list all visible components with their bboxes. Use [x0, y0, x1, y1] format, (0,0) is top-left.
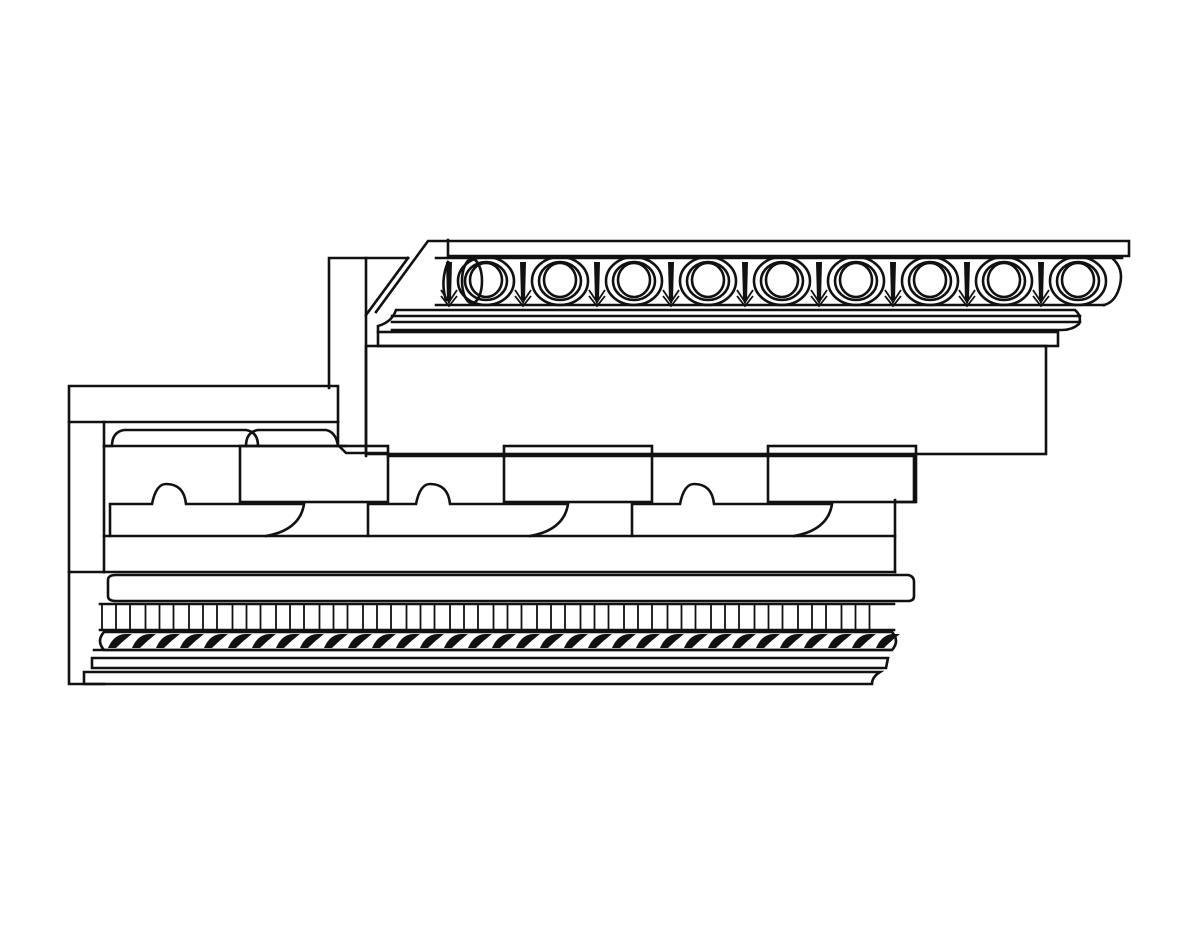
- rope-twist: [636, 634, 660, 648]
- frieze-panel: [364, 344, 1048, 456]
- rope-twist: [420, 634, 444, 648]
- rope-twist: [612, 634, 636, 648]
- egg-ornament: [974, 255, 1034, 307]
- rope-twist: [732, 634, 756, 648]
- rope-twist: [228, 634, 252, 648]
- rope-twist: [828, 634, 852, 648]
- rope-twist: [852, 634, 876, 648]
- base-fillet: [82, 648, 892, 686]
- egg-ornament: [826, 255, 886, 307]
- rope-twist: [180, 634, 204, 648]
- rope-twist: [780, 634, 804, 648]
- rope-twist: [492, 634, 516, 648]
- dart-ornament: [958, 262, 976, 308]
- bottom-courses: [82, 573, 916, 686]
- rope-twist: [396, 634, 420, 648]
- top-fillet-slab: [374, 238, 1131, 314]
- dart-ornament: [588, 262, 606, 308]
- rope-twist: [468, 634, 492, 648]
- rope-twist: [684, 634, 708, 648]
- rope-twist: [132, 634, 156, 648]
- rope-twist: [564, 634, 588, 648]
- rope-twist: [516, 634, 540, 648]
- rope-twist: [300, 634, 324, 648]
- rope-twist: [324, 634, 348, 648]
- rope-twist: [444, 634, 468, 648]
- rope-twist: [252, 634, 276, 648]
- dart-ornament: [810, 262, 828, 308]
- egg-ornament: [456, 255, 516, 307]
- dart-ornament: [514, 262, 532, 308]
- egg-ornament: [900, 255, 960, 307]
- rope-twist: [372, 634, 396, 648]
- dentil-fillet: [106, 573, 916, 603]
- rope-twist: [876, 634, 900, 648]
- dart-ornament: [1032, 262, 1050, 308]
- dart-ornament: [440, 262, 458, 308]
- dart-ornament: [884, 262, 902, 308]
- rope-twist: [156, 634, 180, 648]
- egg-ornament: [678, 255, 738, 307]
- upper-crown: [327, 238, 1131, 458]
- cove-line: [364, 256, 410, 317]
- rope-twist: [756, 634, 780, 648]
- egg-ornament: [1048, 255, 1108, 307]
- rope-twist: [708, 634, 732, 648]
- modillion-block: [366, 444, 654, 538]
- rope-twist: [108, 634, 132, 648]
- rope-twist: [276, 634, 300, 648]
- egg-ornament: [530, 255, 590, 307]
- modillion-block: [630, 444, 918, 538]
- modillion-course: [102, 444, 918, 574]
- rope-twist: [540, 634, 564, 648]
- soffit-ogee: [102, 428, 260, 448]
- egg-and-dart-band: [434, 255, 1124, 308]
- dart-ornament: [736, 262, 754, 308]
- modillion-block: [108, 444, 390, 538]
- rope-twist: [660, 634, 684, 648]
- dentil-row: [98, 602, 896, 632]
- rope-twist: [348, 634, 372, 648]
- egg-ornament: [604, 255, 664, 307]
- egg-ornament: [752, 255, 812, 307]
- rope-twist: [204, 634, 228, 648]
- rope-molding: [98, 630, 900, 652]
- rope-twist: [588, 634, 612, 648]
- rope-twist: [804, 634, 828, 648]
- dart-ornament: [662, 262, 680, 308]
